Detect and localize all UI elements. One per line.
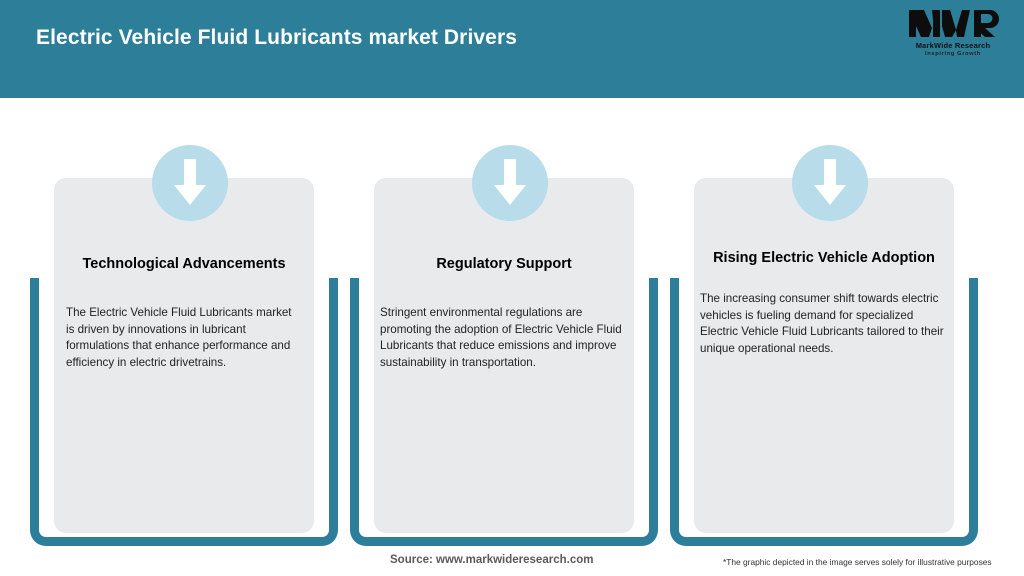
card-title: Rising Electric Vehicle Adoption <box>713 250 935 266</box>
driver-card[interactable]: Regulatory Support Stringent environment… <box>374 178 634 533</box>
page-title: Electric Vehicle Fluid Lubricants market… <box>36 26 517 49</box>
card-body-text: Stringent environmental regulations are … <box>380 306 622 369</box>
driver-column-2: Regulatory Support Stringent environment… <box>344 98 664 546</box>
drivers-card-group: Technological Advancements The Electric … <box>0 98 1024 546</box>
card-title: Regulatory Support <box>436 256 572 272</box>
arrow-down-glyph <box>174 159 206 205</box>
arrow-down-glyph <box>494 159 526 205</box>
driver-card[interactable]: Rising Electric Vehicle Adoption The inc… <box>694 178 954 533</box>
driver-column-3: Rising Electric Vehicle Adoption The inc… <box>664 98 984 546</box>
card-body-text: The increasing consumer shift towards el… <box>700 292 944 355</box>
disclaimer-note: *The graphic depicted in the image serve… <box>723 557 992 567</box>
arrow-down-glyph <box>814 159 846 205</box>
logo-tagline: Inspiring Growth <box>925 51 981 57</box>
driver-card[interactable]: Technological Advancements The Electric … <box>54 178 314 533</box>
logo-company-name: MarkWide Research <box>915 41 991 50</box>
card-title: Technological Advancements <box>82 256 286 272</box>
arrow-down-icon <box>792 145 868 221</box>
card-frame-accent <box>350 278 658 546</box>
arrow-down-icon <box>472 145 548 221</box>
card-body-text: The Electric Vehicle Fluid Lubricants ma… <box>66 306 292 369</box>
arrow-down-icon <box>152 145 228 221</box>
header-bar: Electric Vehicle Fluid Lubricants market… <box>0 0 1024 98</box>
driver-column-1: Technological Advancements The Electric … <box>24 98 344 546</box>
markwide-research-logo: MarkWide Research Inspiring Growth <box>900 8 1006 58</box>
card-frame-accent <box>30 278 338 546</box>
source-label: Source: www.markwideresearch.com <box>390 554 594 566</box>
mwr-monogram-icon <box>909 10 999 37</box>
card-frame-accent <box>670 278 978 546</box>
